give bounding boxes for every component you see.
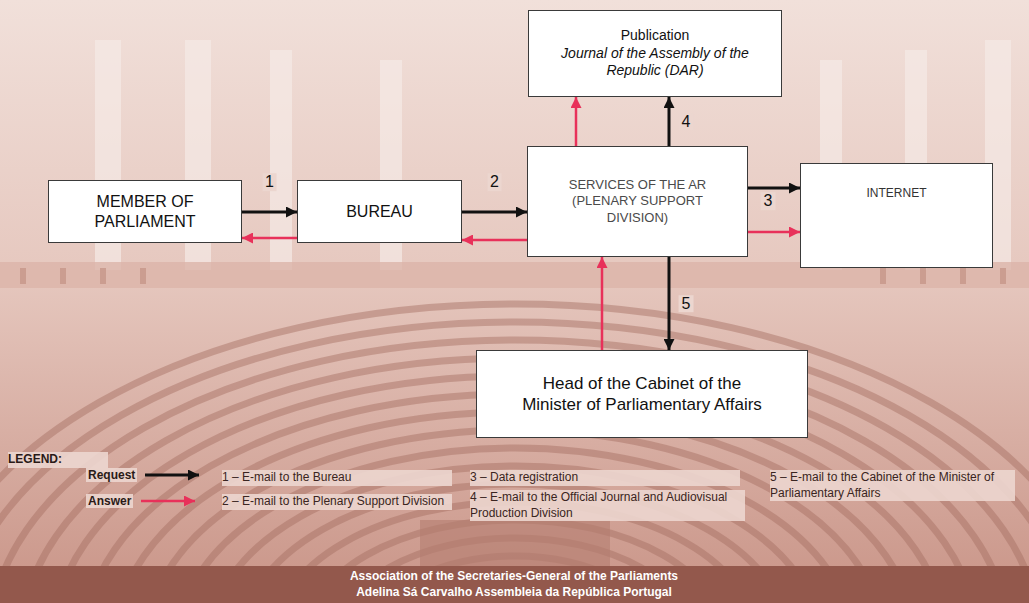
request-arrow (748, 187, 800, 190)
legend-arrow (141, 500, 195, 503)
callout-number: 3 (761, 192, 776, 210)
output-box: INTERNET (800, 163, 993, 268)
callout-number: 1 (262, 173, 277, 191)
legend-label: Request (86, 468, 137, 482)
box-title: INTERNET (867, 186, 927, 201)
answer-arrow (575, 97, 578, 146)
request-arrow (242, 211, 297, 214)
legend-note: 3 – Data registration (470, 470, 740, 486)
legend-arrow (145, 474, 199, 477)
request-arrow (668, 257, 671, 350)
callout-number: 5 (679, 295, 694, 313)
callout-number: 2 (487, 173, 502, 191)
footer-credit: Adelina Sá Carvalho Assembleia da Repúbl… (214, 585, 814, 601)
callout-number: 4 (679, 113, 694, 131)
request-arrow (462, 211, 527, 214)
actor-box: BUREAU (297, 180, 462, 243)
request-arrow (668, 97, 671, 146)
box-title: BUREAU (346, 202, 413, 222)
legend-note: 5 – E-mail to the Cabinet of the Ministe… (770, 470, 1015, 501)
box-title: SERVICES OF THE AR (PLENARY SUPPORT DIVI… (548, 177, 728, 226)
legend-arrow-sample (143, 468, 203, 482)
answer-arrow (748, 231, 800, 234)
publication-box: PublicationJournal of the Assembly of th… (528, 10, 782, 97)
legend-note: 4 – E-mail to the Official Journal and A… (470, 490, 745, 521)
legend-row: Request (86, 468, 203, 482)
legend-arrow-sample (139, 494, 199, 508)
box-title: Publication (621, 27, 690, 45)
bench-row (0, 340, 1029, 603)
answer-arrow (242, 237, 297, 240)
bench-row (0, 304, 1029, 603)
answer-arrow (462, 239, 527, 242)
legend-heading: LEGEND: (8, 452, 108, 468)
legend-label: Answer (86, 494, 133, 508)
footer-credit: Association of the Secretaries-General o… (214, 569, 814, 585)
bench-row (0, 322, 1029, 603)
box-title: Head of the Cabinet of the Minister of P… (511, 373, 773, 416)
legend-note: 1 – E-mail to the Bureau (222, 470, 452, 486)
box-title: MEMBER OF PARLIAMENT (70, 192, 220, 232)
legend-note: 2 – E-mail to the Plenary Support Divisi… (222, 494, 452, 510)
box-subtitle: Journal of the Assembly of the Republic … (540, 45, 770, 80)
process-box: SERVICES OF THE AR (PLENARY SUPPORT DIVI… (527, 146, 748, 257)
actor-box: Head of the Cabinet of the Minister of P… (476, 350, 808, 438)
actor-box: MEMBER OF PARLIAMENT (48, 180, 242, 243)
legend-row: Answer (86, 494, 199, 508)
answer-arrow (601, 257, 604, 350)
